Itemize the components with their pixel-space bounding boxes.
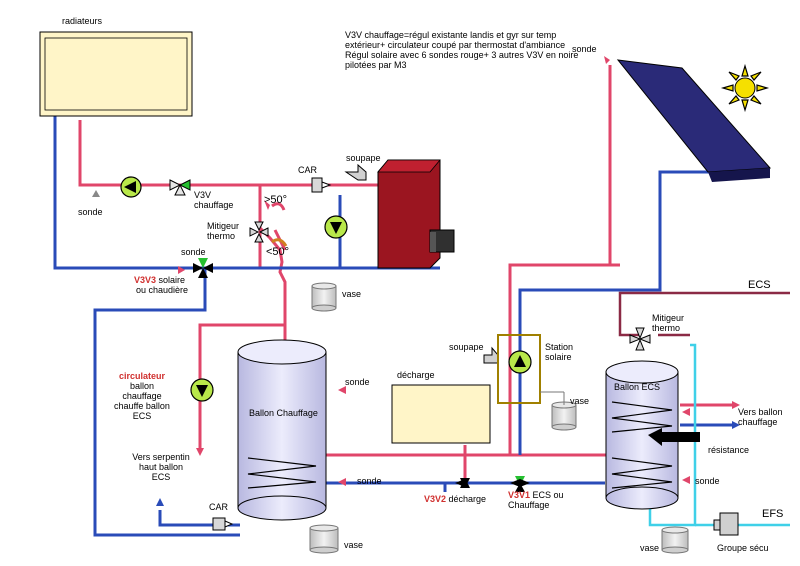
vase-chaudiere-icon (311, 282, 337, 312)
label-sonde-ballon-chauffage: sonde (345, 377, 370, 387)
label-efs: EFS (762, 508, 784, 520)
note-line-2: Régul solaire avec 6 sondes rouge+ 3 aut… (345, 50, 579, 70)
soupape-station-icon (483, 346, 499, 364)
label-ballon-chauffage: Ballon Chauffage (249, 408, 318, 418)
car-bottom-icon (212, 517, 234, 531)
label-soupape-top: soupape (346, 153, 381, 163)
circulateur-ballon-icon (190, 378, 214, 402)
circulateur-chaudiere-icon (324, 215, 348, 239)
label-v3v3: V3V3 solaire ou chaudière (134, 275, 189, 295)
label-vers-serpentin: Vers serpentin haut ballon ECS (132, 452, 190, 482)
label-station-solaire: Station solaire (545, 342, 574, 362)
ecs-pipes (618, 291, 790, 337)
label-sonde-ecs: sonde (695, 476, 720, 486)
groupe-secu-icon (713, 512, 739, 536)
label-groupe-secu: Groupe sécu (717, 543, 769, 553)
label-sonde-v3v3: sonde (181, 247, 206, 257)
ballon-ecs (605, 360, 700, 510)
solar-panel (616, 59, 772, 182)
label-v3v2: V3V2 décharge (424, 494, 487, 504)
ballon-chauffage (237, 339, 327, 521)
label-vase-ballon-chauffage: vase (344, 540, 364, 550)
mitigeur-chauffage-icon (249, 202, 288, 247)
sun-icon (720, 63, 770, 113)
v3v-chauffage-icon (169, 179, 191, 196)
label-resistance: résistance (708, 445, 750, 455)
radiateur-top (39, 31, 193, 117)
circulateur-radiateur-icon (120, 176, 142, 198)
label-radiateurs: radiateurs (62, 16, 103, 26)
label-mitigeur-chauffage: Mitigeur thermo (207, 221, 240, 241)
regulation-note: V3V chauffage=régul existante landis et … (345, 30, 585, 70)
label-v3v1: V3V1 ECS ou Chauffage (508, 490, 564, 510)
mitigeur-ecs-icon (629, 327, 651, 351)
vase-ballon-chauffage-icon (309, 524, 339, 554)
label-vase-chaudiere: vase (342, 289, 362, 299)
v3v1-valve-icon (510, 476, 530, 492)
label-sonde-radiateur: sonde (78, 207, 103, 217)
label-sonde-bas-chauffage: sonde (357, 476, 382, 486)
v3v2-valve-icon (455, 478, 470, 488)
label-mitigeur-ecs: Mitigeur thermo (652, 313, 685, 333)
boiler (377, 159, 455, 269)
soupape-top-icon (344, 163, 367, 181)
label-car-bottom: CAR (209, 502, 229, 512)
label-circulateur-ballon: circulateur ballon chauffage chauffe bal… (114, 371, 170, 421)
label-car-top: CAR (298, 165, 318, 175)
label-sonde-panneau: sonde (572, 44, 597, 54)
vase-ecs-icon (661, 526, 689, 554)
radiateur-decharge (391, 384, 491, 444)
car-top-icon (311, 177, 332, 193)
efs-pipes (648, 343, 790, 527)
vase-station-icon (551, 401, 577, 431)
label-vase-ecs: vase (640, 543, 660, 553)
note-line-1: V3V chauffage=régul existante landis et … (345, 30, 566, 50)
label-ballon-ecs: Ballon ECS (614, 382, 661, 392)
label-vase-station: vase (570, 396, 590, 406)
label-gt50: >50° (264, 194, 288, 206)
label-lt50: <50° (266, 246, 290, 258)
label-v3v-chauffage: V3V chauffage (194, 190, 234, 210)
label-decharge: décharge (397, 370, 435, 380)
arrow-markers (92, 56, 740, 506)
v3v3-valve-icon (193, 258, 213, 278)
label-ecs-top: ECS (748, 279, 771, 291)
label-soupape-station: soupape (449, 342, 484, 352)
station-solaire (497, 334, 565, 405)
label-vers-ballon: Vers ballon chauffage (738, 407, 783, 427)
